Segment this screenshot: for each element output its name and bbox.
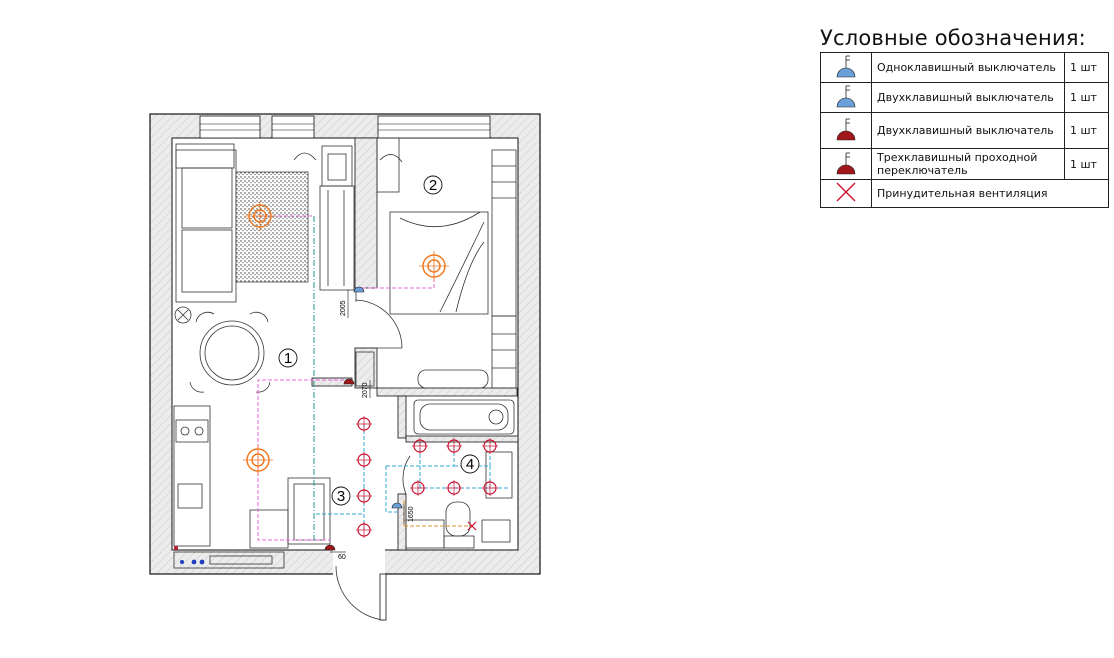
room-number-2: 2 bbox=[429, 177, 437, 194]
switch-red-icon bbox=[343, 378, 355, 385]
legend-label: Принудительная вентиляция bbox=[871, 179, 1109, 208]
ventilation-cross-icon bbox=[467, 521, 477, 531]
legend-label: Двухклавишный выключатель bbox=[871, 112, 1065, 149]
ceiling-lights bbox=[243, 201, 449, 475]
spot-light bbox=[356, 522, 372, 538]
spot-lights bbox=[356, 416, 498, 538]
legend-label: Трехклавишный проходной переключатель bbox=[871, 148, 1065, 180]
legend-label: Одноклавишный выключатель bbox=[871, 52, 1065, 83]
switch-blue-icon bbox=[836, 55, 856, 78]
dimension-label: 1650 bbox=[408, 506, 415, 522]
ceiling-light bbox=[243, 445, 273, 475]
legend-count: 1 шт bbox=[1064, 52, 1109, 83]
room-number-3: 3 bbox=[337, 488, 345, 505]
ceiling-light bbox=[245, 201, 275, 231]
switch-red-icon bbox=[836, 152, 856, 174]
spot-light bbox=[482, 480, 498, 496]
legend-symbol bbox=[820, 112, 872, 149]
legend-count: 1 шт bbox=[1064, 112, 1109, 149]
exterior-walls bbox=[149, 113, 541, 576]
spot-light bbox=[356, 452, 372, 468]
legend-label: Двухклавишный выключатель bbox=[871, 82, 1065, 113]
spot-light bbox=[410, 480, 426, 496]
spot-light bbox=[482, 438, 498, 454]
furniture bbox=[173, 137, 517, 569]
spot-light bbox=[446, 438, 462, 454]
doors bbox=[335, 290, 411, 621]
room-tags bbox=[278, 175, 480, 506]
legend-title: Условные обозначения: bbox=[820, 26, 1086, 50]
switch-red-icon bbox=[324, 544, 336, 551]
legend-count: 1 шт bbox=[1064, 82, 1109, 113]
spot-light bbox=[412, 438, 428, 454]
spot-light bbox=[356, 488, 372, 504]
room-number-4: 4 bbox=[466, 456, 474, 473]
switch-blue-icon bbox=[391, 502, 403, 509]
spot-light bbox=[356, 416, 372, 432]
room-number-1: 1 bbox=[284, 350, 292, 367]
interior-walls bbox=[311, 137, 519, 551]
legend-row: Принудительная вентиляция bbox=[820, 179, 1109, 208]
legend-symbol bbox=[820, 52, 872, 83]
ventilation-cross-icon bbox=[836, 182, 856, 202]
switch-blue-icon bbox=[353, 286, 365, 293]
legend-symbol bbox=[820, 82, 872, 113]
legend-symbol bbox=[820, 148, 872, 180]
switch-red-icon bbox=[836, 118, 856, 141]
plan-switches bbox=[174, 286, 477, 565]
dimension-label: 2005 bbox=[340, 300, 347, 316]
dimension-label: 2070 bbox=[362, 382, 369, 398]
dimension-lines bbox=[330, 290, 405, 553]
legend-count: 1 шт bbox=[1064, 148, 1109, 180]
spot-light bbox=[446, 480, 462, 496]
dimension-label: 60 bbox=[338, 554, 346, 561]
switch-blue-icon bbox=[836, 85, 856, 108]
legend-symbol bbox=[820, 179, 872, 208]
ceiling-light bbox=[419, 251, 449, 281]
